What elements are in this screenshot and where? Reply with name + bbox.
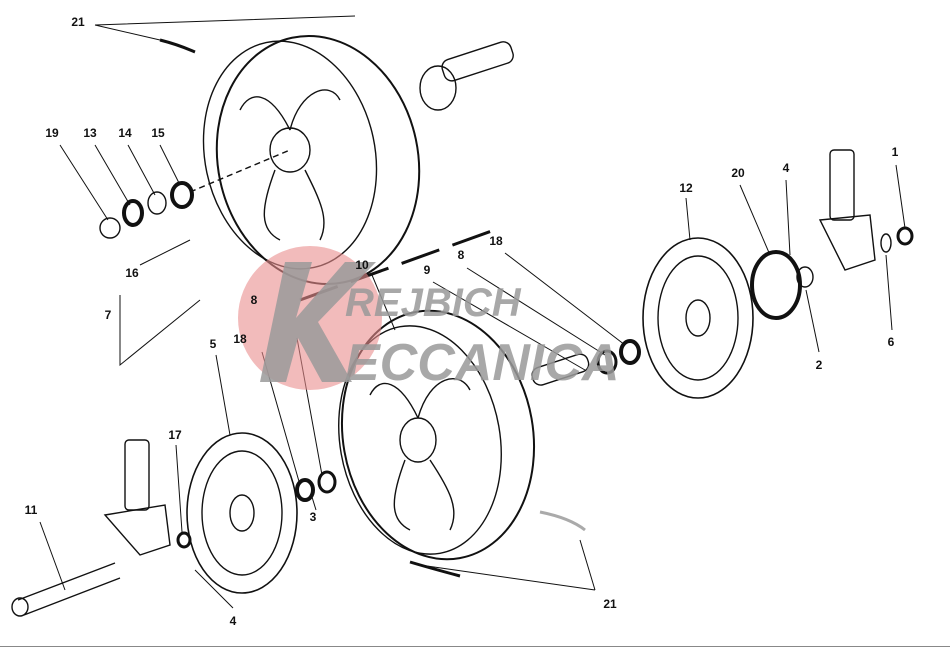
oring-14 — [147, 191, 167, 215]
callout-label: 9 — [423, 263, 431, 277]
brake-disc-5 — [186, 432, 298, 594]
callout-label: 13 — [83, 126, 97, 140]
bearing-8 — [596, 349, 618, 375]
brake-disc-12 — [642, 237, 754, 399]
callout-label: 14 — [118, 126, 132, 140]
callout-label: 16 — [125, 266, 139, 280]
callout-label: 1 — [891, 145, 899, 159]
nut-1 — [896, 226, 914, 246]
callout-label: 6 — [887, 335, 895, 349]
callout-label: 12 — [679, 181, 693, 195]
leader-lines — [39, 15, 906, 609]
callout-label: 4 — [229, 614, 237, 628]
callout-label: 11 — [24, 503, 38, 517]
callout-label: 8 — [250, 293, 258, 307]
callout-label: 2 — [815, 358, 823, 372]
bearing-8-front — [317, 470, 337, 494]
rear-hub-axle — [419, 41, 514, 111]
bottom-border — [0, 646, 950, 647]
watermark-line1: REJBICH — [345, 281, 522, 325]
callout-label: 21 — [71, 15, 85, 29]
callout-label: 18 — [489, 234, 503, 248]
circlip-19 — [99, 217, 121, 239]
callout-label: 5 — [209, 337, 217, 351]
callout-label: 19 — [45, 126, 59, 140]
ring-nut-13 — [122, 199, 144, 227]
watermark-line2: ECCANICA — [345, 334, 619, 392]
watermark-k-shape — [260, 262, 376, 382]
nut-17 — [176, 531, 192, 549]
spacer-9 — [531, 353, 590, 386]
bearing-15 — [170, 181, 194, 209]
callout-label: 15 — [151, 126, 165, 140]
callout-label: 17 — [168, 428, 182, 442]
callout-label: 18 — [233, 332, 247, 346]
callout-label: 20 — [731, 166, 745, 180]
front-wheel — [338, 309, 536, 561]
callout-label: 3 — [309, 510, 317, 524]
callout-label: 8 — [457, 248, 465, 262]
spacer-2 — [796, 266, 814, 288]
seal-18 — [619, 339, 641, 365]
washer-6 — [880, 233, 892, 253]
watermark-logo: REJBICH ECCANICA — [238, 246, 619, 392]
sprocket-20 — [750, 250, 802, 320]
left-fork-leg — [103, 439, 171, 556]
callout-label: 4 — [782, 161, 790, 175]
front-axle-11 — [11, 562, 121, 617]
right-fork-leg — [818, 149, 876, 271]
callout-label: 7 — [104, 308, 112, 322]
callout-label: 21 — [603, 597, 617, 611]
callout-label: 10 — [355, 258, 369, 272]
seal-18-front — [295, 478, 315, 502]
